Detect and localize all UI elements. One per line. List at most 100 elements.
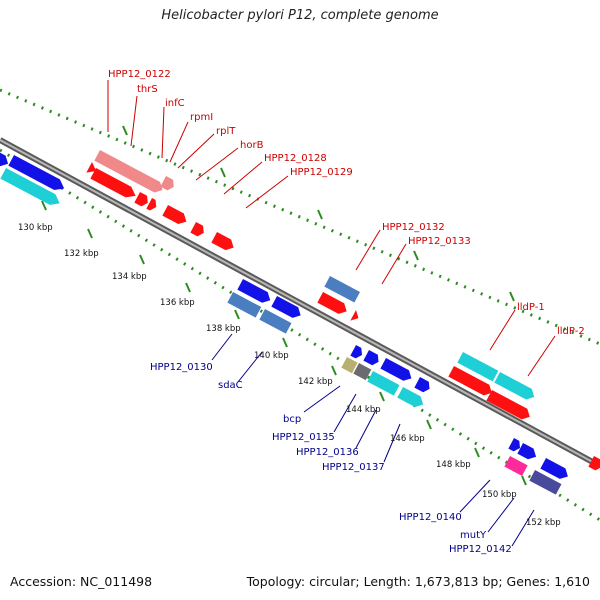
gene-label[interactable]: lldP-2 — [557, 326, 585, 337]
gene-HPP12-0135[interactable] — [353, 363, 372, 381]
leader-line — [381, 243, 407, 285]
gene-blue-137k[interactable] — [271, 296, 303, 321]
major-ticks — [41, 125, 527, 486]
leader-line — [527, 335, 556, 377]
gene-label[interactable]: HPP12_0122 — [108, 69, 171, 80]
leader-line — [487, 497, 515, 533]
gene-HPP12-0133-a[interactable] — [317, 292, 349, 317]
leader-line — [333, 393, 357, 433]
tick-rows — [0, 88, 600, 522]
gene-blue-143k[interactable] — [380, 358, 414, 384]
gene-left-blue-2[interactable] — [8, 155, 67, 194]
gene-infC[interactable] — [160, 176, 176, 192]
kbp-label: 148 kbp — [436, 460, 471, 470]
kbp-label: 142 kbp — [298, 377, 333, 387]
gene-horB[interactable] — [146, 198, 159, 212]
leader-line — [161, 106, 165, 159]
leader-line — [489, 309, 516, 351]
gene-HPP12-0128[interactable] — [162, 205, 189, 227]
gene-left-blue-1[interactable] — [0, 150, 11, 169]
tick-mark — [317, 209, 323, 220]
gene-label[interactable]: HPP12_0129 — [290, 167, 353, 178]
gene-blue-149k-b[interactable] — [517, 443, 539, 462]
tick-mark — [413, 250, 419, 261]
genome-summary-text: Topology: circular; Length: 1,673,813 bp… — [246, 574, 590, 589]
gene-label[interactable]: HPP12_0130 — [150, 362, 213, 373]
gene-HPP12-0129-a[interactable] — [190, 222, 206, 238]
gene-label[interactable]: HPP12_0133 — [408, 236, 471, 247]
gene-HPP12-0132[interactable] — [324, 276, 361, 303]
gene-right-red[interactable] — [588, 456, 600, 472]
gene-blue-136k[interactable] — [237, 279, 273, 306]
gene-label[interactable]: HPP12_0135 — [272, 432, 335, 443]
tick-mark — [220, 167, 226, 178]
leader-line — [383, 423, 401, 463]
leader-line — [459, 479, 491, 513]
gene-label[interactable]: HPP12_0142 — [449, 544, 512, 555]
kbp-label: 136 kbp — [160, 298, 195, 308]
gene-label[interactable]: bcp — [283, 414, 301, 425]
gene-blue-149k-a[interactable] — [508, 438, 522, 453]
tick-mark — [282, 337, 288, 348]
gene-HPP12-0133-b[interactable] — [350, 310, 361, 323]
gene-label[interactable]: HPP12_0137 — [322, 462, 385, 473]
gene-label[interactable]: HPP12_0128 — [264, 153, 327, 164]
gene-label[interactable]: mutY — [460, 530, 487, 541]
genome-map-svg: 130 kbp 132 kbp 134 kbp 136 kbp 138 kbp … — [0, 69, 600, 555]
gene-label[interactable]: infC — [165, 98, 185, 109]
gene-blue-151k[interactable] — [540, 458, 570, 482]
tick-mark — [521, 475, 527, 486]
gene-label[interactable]: HPP12_0136 — [296, 447, 359, 458]
kbp-label: 140 kbp — [254, 351, 289, 361]
gene-HPP12-0122[interactable] — [86, 162, 99, 176]
gene-label[interactable]: HPP12_0140 — [399, 512, 462, 523]
gene-HPP12-0137[interactable] — [397, 387, 426, 410]
gene-label[interactable]: sdaC — [218, 380, 243, 391]
tick-mark — [474, 447, 480, 458]
kbp-label: 144 kbp — [346, 405, 381, 415]
tick-mark — [426, 419, 432, 430]
kbp-labels: 130 kbp 132 kbp 134 kbp 136 kbp 138 kbp … — [18, 223, 561, 528]
gene-blue-142k-a[interactable] — [350, 345, 364, 360]
kbp-label: 150 kbp — [482, 490, 517, 500]
gene-HPP12-0136[interactable] — [367, 371, 400, 396]
gene-label[interactable]: rplT — [216, 126, 236, 137]
gene-label[interactable]: lldP-1 — [517, 302, 545, 313]
gene-label[interactable]: horB — [240, 140, 264, 151]
gene-blue-145k[interactable] — [414, 377, 432, 394]
gene-lldP-2[interactable] — [448, 366, 494, 398]
gene-HPP12-0129-b[interactable] — [211, 232, 236, 253]
gene-label[interactable]: thrS — [137, 84, 158, 95]
gene-HPP12-0140[interactable] — [504, 456, 528, 476]
tick-mark — [331, 365, 337, 376]
gene-lldP-1b[interactable] — [494, 372, 537, 402]
gene-HPP12-0142[interactable] — [529, 470, 562, 495]
leader-line — [169, 121, 189, 163]
gene-lldP-2b[interactable] — [486, 390, 532, 422]
tick-mark — [41, 200, 47, 211]
gene-label[interactable]: HPP12_0132 — [382, 222, 445, 233]
kbp-label: 132 kbp — [64, 249, 99, 259]
tick-mark — [185, 282, 191, 293]
leader-line — [303, 385, 341, 413]
leader-line — [130, 95, 138, 147]
leader-line — [195, 147, 239, 181]
gene-lldP-1[interactable] — [457, 352, 499, 382]
tick-mark — [87, 228, 93, 239]
gene-HPP12-0130[interactable] — [227, 292, 262, 318]
tick-mark — [122, 125, 128, 136]
gene-rplT[interactable] — [134, 192, 150, 208]
gene-thrS[interactable] — [94, 150, 165, 195]
leader-line — [237, 351, 263, 383]
gene-sdaC[interactable] — [259, 309, 292, 334]
tick-mark — [234, 309, 240, 320]
kbp-label: 130 kbp — [18, 223, 53, 233]
gene-bcp[interactable] — [341, 357, 358, 374]
gene-label[interactable]: rpmI — [190, 112, 213, 123]
gene-rpmI[interactable] — [90, 168, 138, 201]
kbp-label: 146 kbp — [390, 434, 425, 444]
tick-mark — [139, 254, 145, 265]
gene-left-cyan[interactable] — [0, 168, 62, 209]
gene-blue-142k-b[interactable] — [363, 350, 381, 367]
